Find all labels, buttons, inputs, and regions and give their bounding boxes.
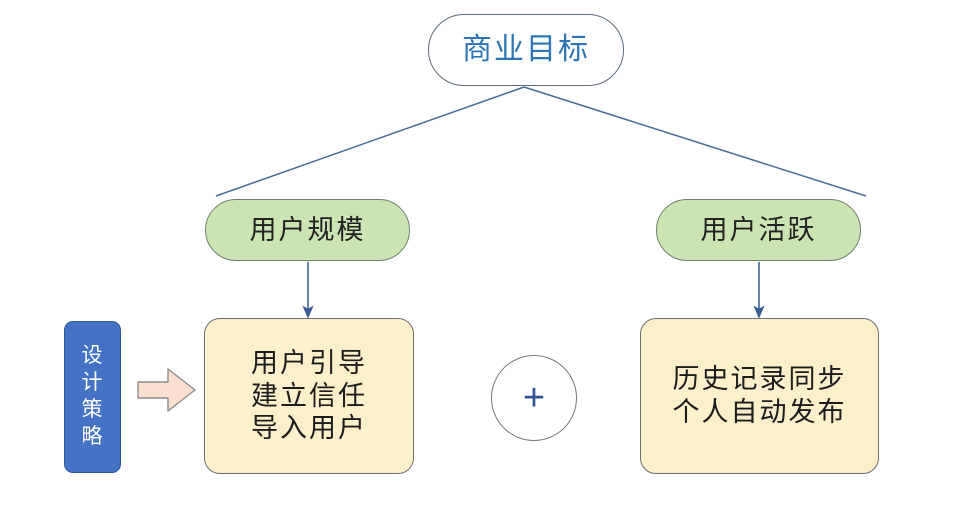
node-feature-right-lines: 历史记录同步 个人自动发布 [641,363,878,429]
design-strategy-char-3: 策 [81,398,104,421]
feature-left-line-3: 导入用户 [251,413,367,444]
plus-icon: + [522,376,546,419]
node-user-activity-label: 用户活跃 [700,214,817,245]
design-strategy-characters: 设 计 策 略 [82,343,104,451]
edge-goal-to-user-activity [523,86,867,197]
node-feature-left-lines: 用户引导 建立信任 导入用户 [205,347,413,446]
feature-left-line-1: 用户引导 [251,347,367,378]
node-plus-combiner[interactable]: + [491,355,577,441]
design-strategy-char-2: 计 [81,371,104,395]
feature-right-line-2: 个人自动发布 [672,397,847,427]
node-business-goal-label: 商业目标 [462,32,590,66]
node-user-scale-label: 用户规模 [249,214,366,245]
node-user-activity[interactable]: 用户活跃 [656,199,861,261]
node-design-strategy[interactable]: 设 计 策 略 [64,321,121,473]
design-strategy-char-1: 设 [81,344,104,368]
node-user-scale[interactable]: 用户规模 [205,199,410,261]
node-feature-left[interactable]: 用户引导 建立信任 导入用户 [204,318,414,474]
right-arrow-icon [137,368,196,412]
design-strategy-char-4: 略 [81,424,104,448]
node-feature-right[interactable]: 历史记录同步 个人自动发布 [640,318,879,474]
feature-left-line-2: 建立信任 [251,380,367,411]
node-business-goal[interactable]: 商业目标 [428,14,624,86]
edge-goal-to-user-scale [215,86,525,197]
feature-right-line-1: 历史记录同步 [672,364,847,395]
